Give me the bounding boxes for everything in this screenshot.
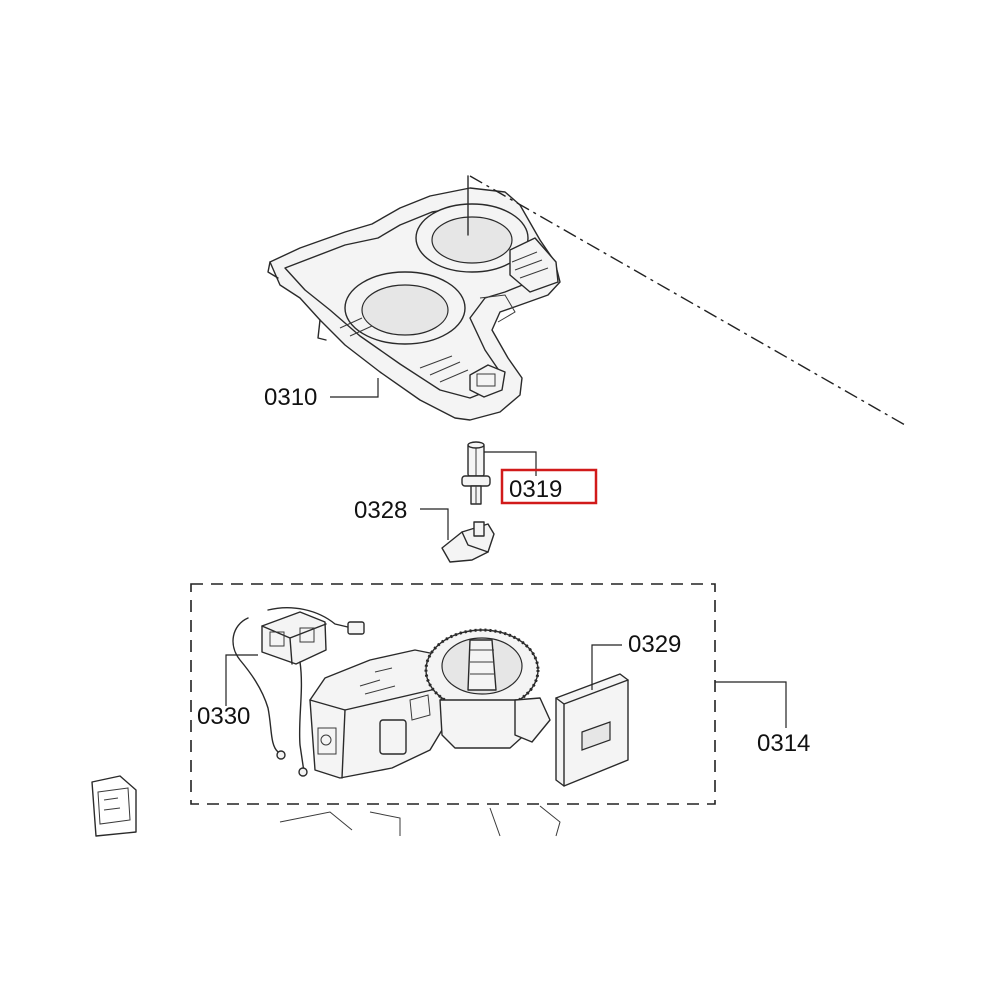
label-0330: 0330 <box>197 703 250 730</box>
subassembly-box-0314 <box>190 583 716 805</box>
neighbouring-part-fragment <box>91 775 137 837</box>
label-0329: 0329 <box>628 631 681 658</box>
leader-0330 <box>225 654 258 706</box>
main-module-body <box>309 649 443 779</box>
leader-0328 <box>420 508 449 540</box>
highlight-box-0319 <box>500 468 598 505</box>
part-0328-bracket <box>441 521 495 563</box>
leader-0329 <box>591 644 622 690</box>
part-0330-wire-harness <box>232 607 365 777</box>
assembly-axis-line <box>469 175 906 426</box>
label-0314: 0314 <box>757 730 810 757</box>
leader-0319 <box>484 451 537 476</box>
leader-0310 <box>330 378 379 398</box>
part-0329-plate <box>555 673 629 787</box>
label-0328: 0328 <box>354 497 407 524</box>
background-part-outline <box>279 805 561 837</box>
label-0310: 0310 <box>264 384 317 411</box>
leader-0314 <box>715 681 787 728</box>
part-0319-pin <box>461 441 491 505</box>
part-0310-housing <box>267 175 561 421</box>
main-module-gear <box>424 628 551 749</box>
label-0319: 0319 <box>509 476 562 503</box>
